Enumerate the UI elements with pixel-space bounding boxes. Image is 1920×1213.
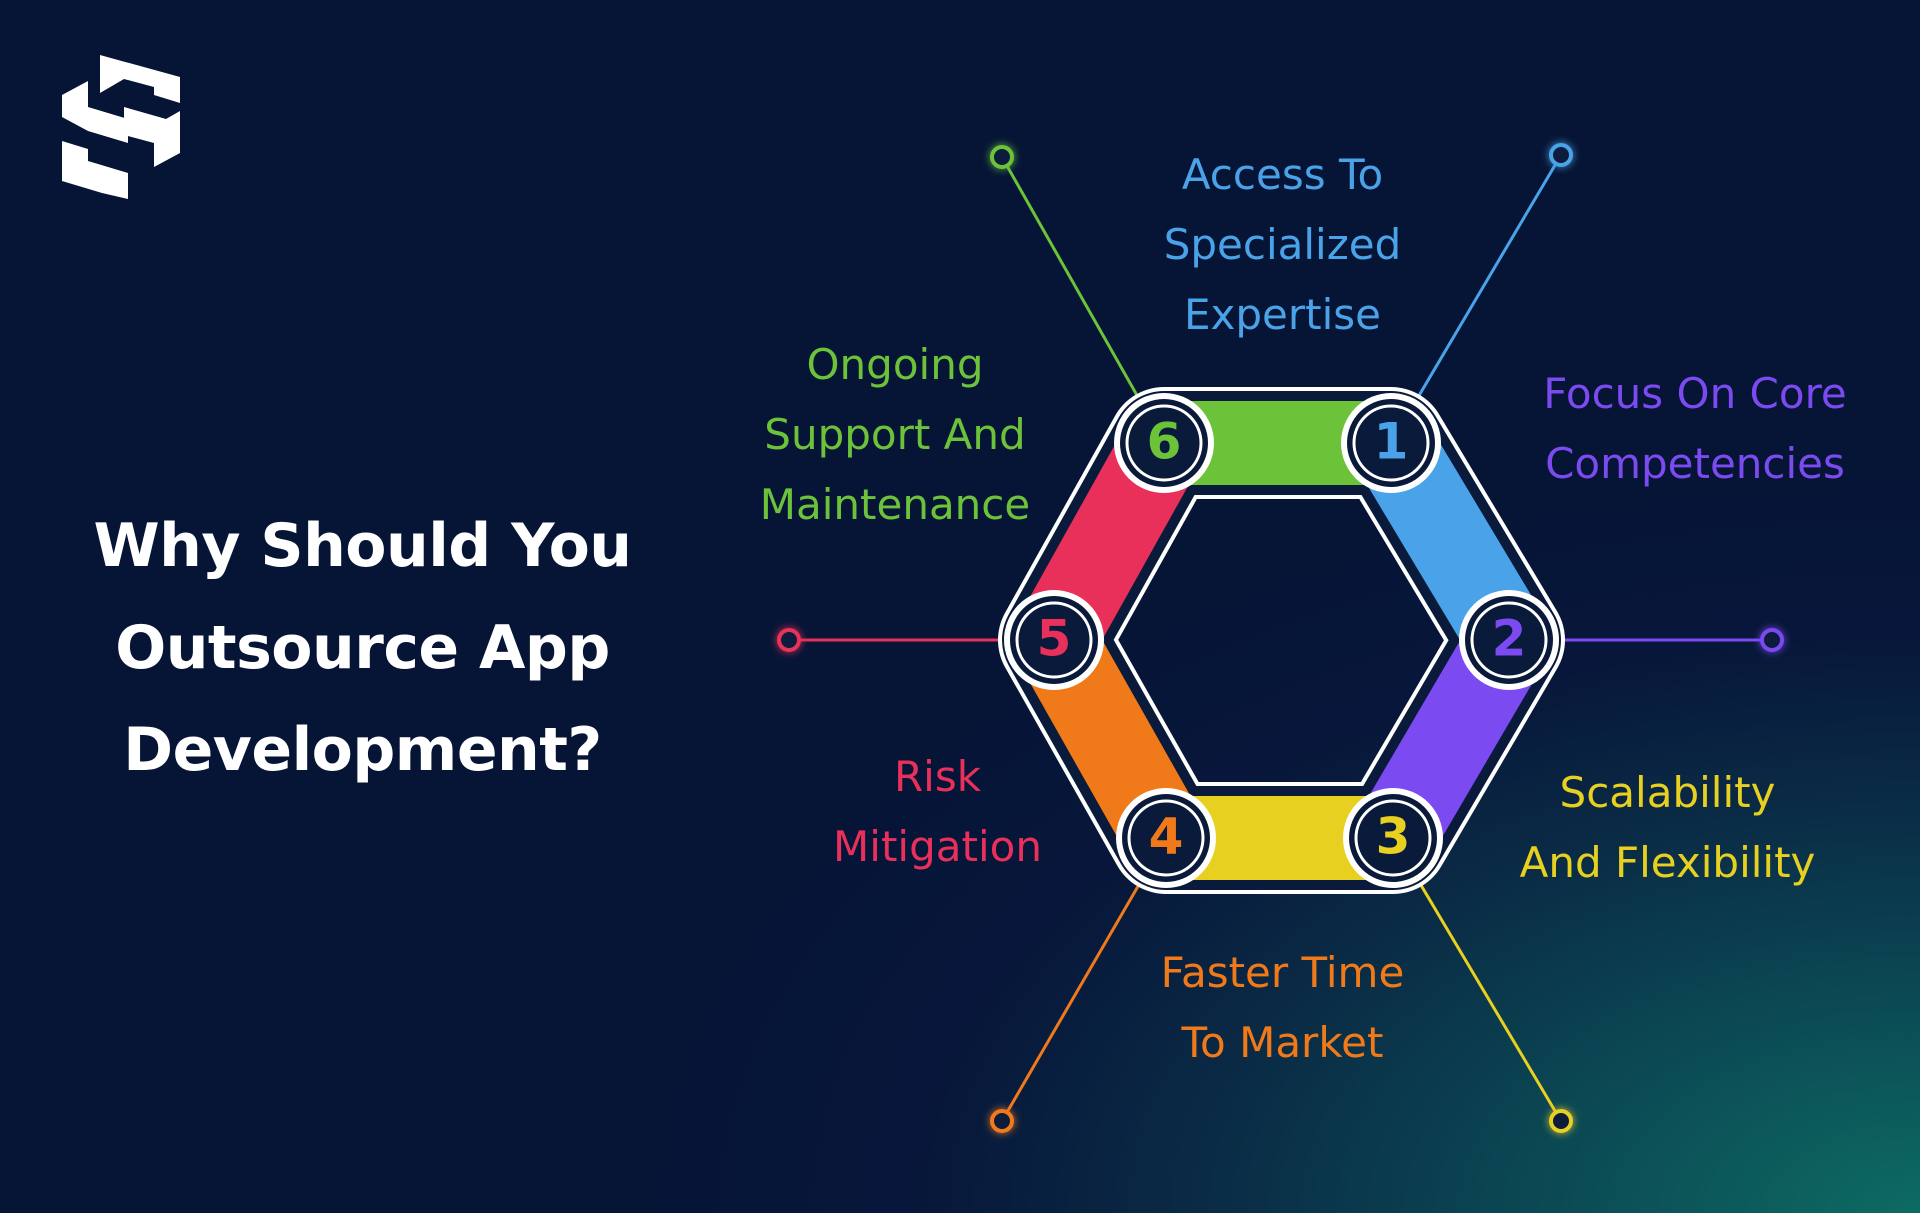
brand-logo-icon (62, 55, 180, 199)
connector-dot-6 (990, 145, 1014, 169)
step-number-5: 5 (1037, 610, 1072, 668)
step-number-1: 1 (1374, 413, 1409, 471)
connector-dot-3 (1549, 1109, 1573, 1133)
title-line-1: Why Should You (93, 511, 632, 581)
step-6-label-line: Ongoing (806, 340, 984, 389)
step-3-label-line: Scalability (1559, 768, 1776, 817)
step-node-2: 2 (1459, 590, 1559, 690)
step-5-label-line: Mitigation (833, 822, 1042, 871)
node-inner-ring-6 (1125, 404, 1203, 482)
step-node-3: 3 (1343, 788, 1443, 888)
step-3-label-line: And Flexibility (1519, 838, 1816, 887)
connector-dot-5 (777, 628, 801, 652)
step-1-label-line: Specialized (1163, 220, 1402, 269)
step-node-1: 1 (1341, 393, 1441, 493)
step-number-4: 4 (1149, 808, 1184, 866)
step-number-6: 6 (1147, 413, 1182, 471)
step-number-3: 3 (1376, 808, 1411, 866)
step-3-label: Scalability And Flexibility (1485, 758, 1850, 898)
step-1-label-line: Access To (1181, 150, 1384, 199)
title-line-2: Outsource App (115, 613, 610, 683)
node-disc-1 (1347, 399, 1435, 487)
step-4-label-line: Faster Time (1160, 948, 1405, 997)
node-inner-ring-3 (1354, 799, 1432, 877)
step-4-label-line: To Market (1181, 1018, 1384, 1067)
node-disc-2 (1465, 596, 1553, 684)
step-2-label-line: Competencies (1545, 439, 1845, 488)
node-disc-3 (1349, 794, 1437, 882)
node-disc-6 (1120, 399, 1208, 487)
step-5-label: Risk Mitigation (810, 742, 1065, 882)
connector-dot-4 (990, 1109, 1014, 1133)
step-6-label: Ongoing Support And Maintenance (725, 330, 1065, 540)
node-inner-ring-2 (1470, 601, 1548, 679)
step-node-4: 4 (1116, 788, 1216, 888)
connector-dot-2 (1760, 628, 1784, 652)
node-inner-ring-1 (1352, 404, 1430, 482)
page-title: Why Should You Outsource App Development… (40, 495, 685, 801)
step-2-label-line: Focus On Core (1543, 369, 1847, 418)
connector-dot-1 (1549, 143, 1573, 167)
step-node-5: 5 (1004, 590, 1104, 690)
node-inner-ring-5 (1015, 601, 1093, 679)
step-5-label-line: Risk (893, 752, 982, 801)
step-2-label: Focus On Core Competencies (1505, 359, 1885, 499)
step-node-6: 6 (1114, 393, 1214, 493)
step-4-label: Faster Time To Market (1120, 938, 1445, 1078)
step-number-2: 2 (1492, 610, 1527, 668)
node-disc-5 (1010, 596, 1098, 684)
node-disc-4 (1122, 794, 1210, 882)
step-1-label-line: Expertise (1183, 290, 1382, 339)
step-1-label: Access To Specialized Expertise (1110, 140, 1455, 350)
title-line-3: Development? (123, 715, 602, 785)
node-inner-ring-4 (1127, 799, 1205, 877)
step-6-label-line: Support And (764, 410, 1026, 459)
step-6-label-line: Maintenance (759, 480, 1031, 529)
